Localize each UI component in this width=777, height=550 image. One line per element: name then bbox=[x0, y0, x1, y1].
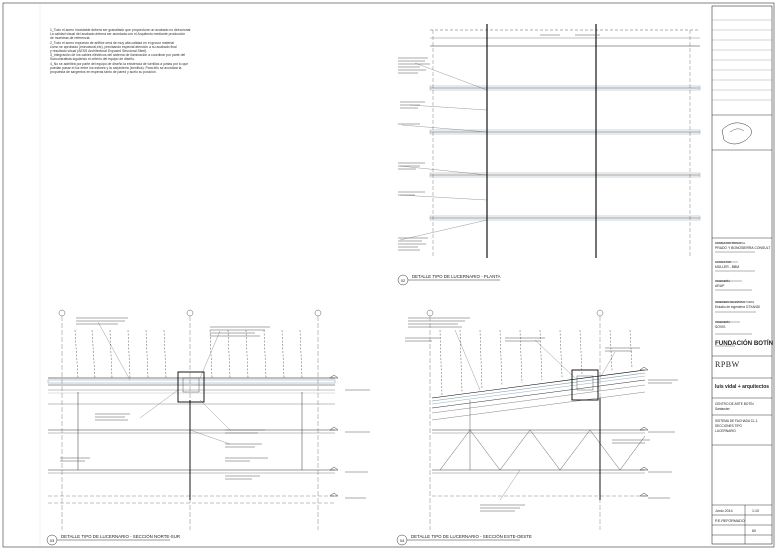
project-place: Santander bbox=[715, 407, 731, 411]
note-line: 1_Todo el acero inoxidable deberá ser gr… bbox=[50, 28, 192, 32]
section-ns-title: DETALLE TIPO DE LUCERNARIO - SECCIÓN NOR… bbox=[61, 534, 180, 539]
architect-local: luis vidal + arquitectos bbox=[715, 384, 769, 390]
consultant-2-name: MÜLLER - BBM bbox=[715, 265, 739, 269]
note-line: 2_Todo el acero expuesto de artifice ser… bbox=[50, 40, 175, 45]
consultant-1-role: CONSULTOR PRINCIPAL bbox=[715, 241, 746, 245]
drawing-phase: P.E.REFORMADO bbox=[715, 519, 745, 523]
consultant-4-role: INGENIERO DE ESTRUCTURAS bbox=[715, 300, 754, 304]
note-line: propuesta de sargentos en esperas tanto … bbox=[50, 70, 157, 75]
note-line: 3_Integración de los cables eléctricos d… bbox=[50, 53, 186, 58]
plan-detail-title: DETALLE TIPO DE LUCERNARIO - PLANTA bbox=[412, 274, 501, 279]
drawing-title-line-1: SISTEMA DE FACHADA CL-1 bbox=[715, 419, 758, 423]
sheet-code: 60 bbox=[752, 529, 756, 533]
project-name: CENTRO DE ARTE BOTÍN bbox=[715, 402, 754, 406]
general-notes: 1_Todo el acero inoxidable deberá ser gr… bbox=[50, 28, 220, 74]
section-ns-number: 03 bbox=[50, 538, 55, 543]
plan-detail bbox=[397, 24, 701, 286]
drawing-scale: 1:10 bbox=[752, 509, 759, 513]
note-line: Subcontratista siguiendo el criterio del… bbox=[50, 57, 136, 62]
drawing-title-line-2: SECCIONES TIPO bbox=[715, 424, 743, 428]
note-line: de muestras de referencia. bbox=[50, 36, 91, 41]
consultant-3-role: INGENIERÍA bbox=[715, 279, 730, 283]
consultant-5-role: INGENIERÍA bbox=[715, 320, 730, 324]
drawing-title-line-3: LUCERNARIO bbox=[715, 429, 736, 433]
drawing-date: Junio 2014 bbox=[715, 509, 733, 513]
consultant-1-name: PRADO Y BONOSIERRA CONSULT bbox=[715, 246, 770, 250]
consultant-4-name: Estudio de ingeniería OTXANDI bbox=[715, 305, 760, 309]
consultant-2-role: CONSULTOR bbox=[715, 260, 731, 264]
plan-detail-number: 02 bbox=[401, 278, 406, 283]
section-ns-detail bbox=[46, 309, 370, 546]
section-eo-title: DETALLE TIPO DE LUCERNARIO - SECCIÓN EST… bbox=[411, 534, 532, 539]
note-line: La calidad visual del acabado deberá ser… bbox=[50, 32, 186, 37]
section-eo-detail bbox=[396, 309, 678, 546]
section-eo-number: 04 bbox=[400, 538, 405, 543]
consultant-5-name: SOVIS bbox=[715, 325, 726, 329]
note-line: 4_No se admitirá por parte del equipo de… bbox=[50, 61, 189, 66]
client-name: FUNDACIÓN BOTÍN bbox=[715, 339, 774, 347]
architect-logo: RPBW bbox=[715, 360, 740, 369]
note-line: puedan pasar el luz entre los estores y … bbox=[50, 65, 182, 70]
note-line: y resultado visual (AESS Architectural E… bbox=[50, 49, 148, 54]
note-line: como se aprobado (estructural,etc), prec… bbox=[50, 44, 177, 49]
title-block bbox=[711, 5, 773, 545]
consultant-3-name: ARUP bbox=[715, 284, 725, 288]
